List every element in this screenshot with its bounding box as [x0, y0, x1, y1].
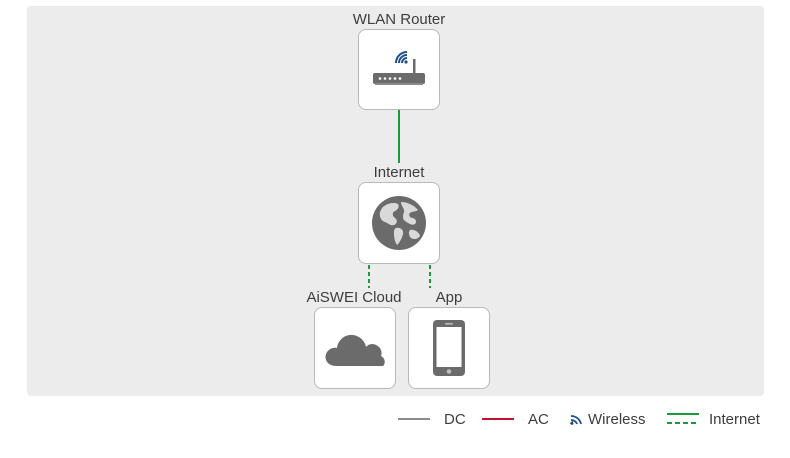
wireless-icon	[570, 415, 582, 425]
router-label: WLAN Router	[352, 11, 446, 28]
app-label: App	[435, 289, 463, 306]
internet-line-swatch	[667, 408, 699, 430]
ac-line-swatch	[482, 408, 514, 430]
cloud-icon	[325, 334, 385, 366]
legend-label-ac: AC	[528, 410, 549, 428]
legend-label-dc: DC	[444, 410, 466, 428]
app-node	[408, 307, 490, 389]
legend-item-wireless: Wireless	[569, 408, 646, 430]
router-node	[358, 29, 440, 110]
legend: DC AC Wireless Internet	[0, 408, 790, 430]
legend-label-internet: Internet	[709, 410, 760, 428]
internet-node	[358, 182, 440, 264]
cloud-label: AiSWEI Cloud	[306, 289, 402, 306]
globe-icon	[372, 196, 426, 250]
cloud-node	[314, 307, 396, 389]
legend-label-wireless: Wireless	[588, 410, 646, 428]
legend-item-dc: DC	[398, 408, 466, 430]
legend-item-ac: AC	[482, 408, 549, 430]
wlan-router-icon	[373, 50, 425, 85]
dc-line-swatch	[398, 408, 430, 430]
legend-item-internet: Internet	[667, 408, 760, 430]
internet-label: Internet	[373, 164, 425, 181]
smartphone-icon	[433, 320, 465, 376]
